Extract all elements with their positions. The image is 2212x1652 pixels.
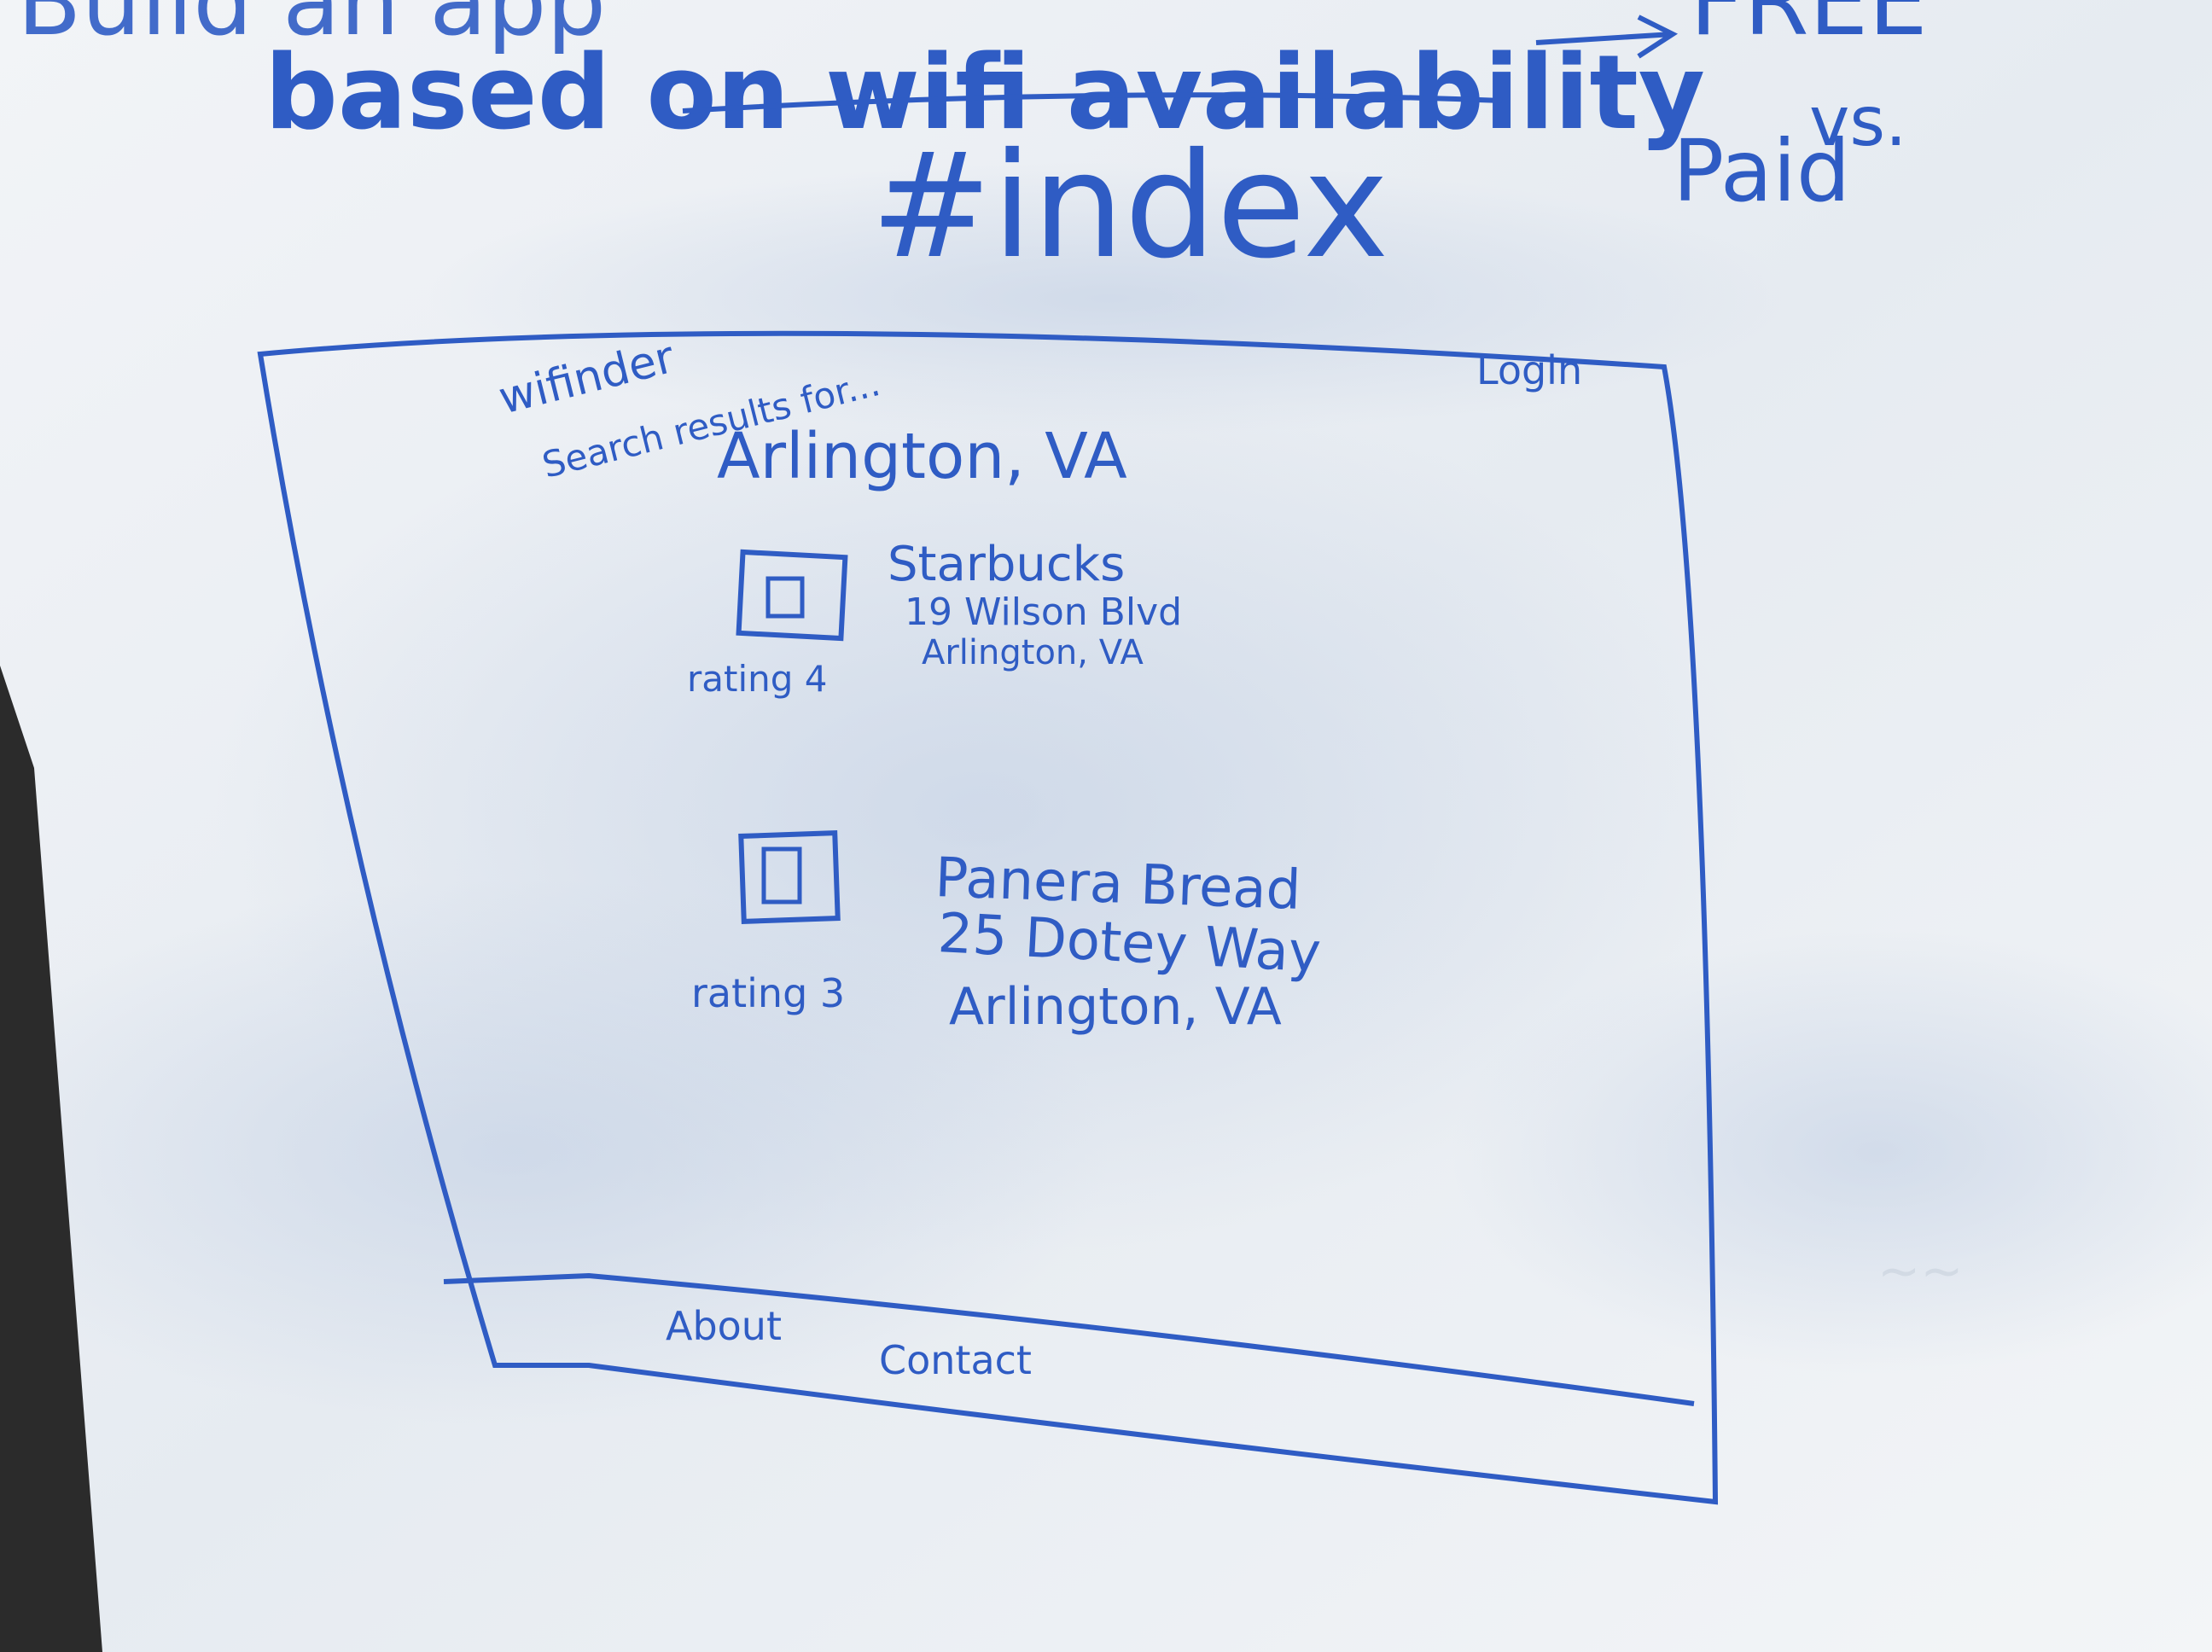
top-line-partial: Build an app bbox=[17, 0, 606, 56]
footer-divider bbox=[443, 1272, 1695, 1406]
result-city: Arlington, VA bbox=[922, 633, 1144, 672]
board-frame-edge bbox=[0, 666, 102, 1652]
result-thumbnail-inner bbox=[761, 846, 802, 905]
header-underline bbox=[682, 92, 1503, 113]
result-name: Starbucks bbox=[888, 537, 1125, 592]
result-thumbnail-inner bbox=[765, 576, 805, 619]
ghost-text: ~~ bbox=[1877, 1242, 1964, 1301]
paid-label: Paid bbox=[1673, 121, 1850, 221]
index-label: #index bbox=[870, 122, 1389, 291]
result-city: Arlington, VA bbox=[949, 977, 1282, 1037]
result-thumbnail bbox=[736, 549, 848, 642]
footer-contact-link[interactable]: Contact bbox=[879, 1337, 1032, 1383]
arrow-label: FREE bbox=[1690, 0, 1928, 56]
search-location: Arlington, VA bbox=[717, 420, 1127, 493]
smudge bbox=[1451, 930, 2212, 1374]
login-link[interactable]: Login bbox=[1476, 347, 1582, 393]
result-name: Panera Bread bbox=[934, 846, 1301, 922]
arrow-stroke bbox=[1535, 15, 1679, 59]
smudge bbox=[427, 162, 1792, 435]
header-line: based on wifi availability bbox=[265, 34, 1705, 153]
result-address: 19 Wilson Blvd bbox=[905, 590, 1182, 634]
vs-label: vs. bbox=[1809, 82, 1906, 161]
footer-about-link[interactable]: About bbox=[666, 1303, 782, 1349]
smudge bbox=[0, 879, 1109, 1425]
wireframe-outline bbox=[257, 330, 1719, 1505]
result-item[interactable]: Starbucks 19 Wilson Blvd Arlington, VA r… bbox=[687, 537, 1182, 700]
result-rating: rating 4 bbox=[687, 658, 828, 700]
result-rating: rating 3 bbox=[691, 970, 845, 1016]
result-thumbnail bbox=[738, 830, 841, 924]
